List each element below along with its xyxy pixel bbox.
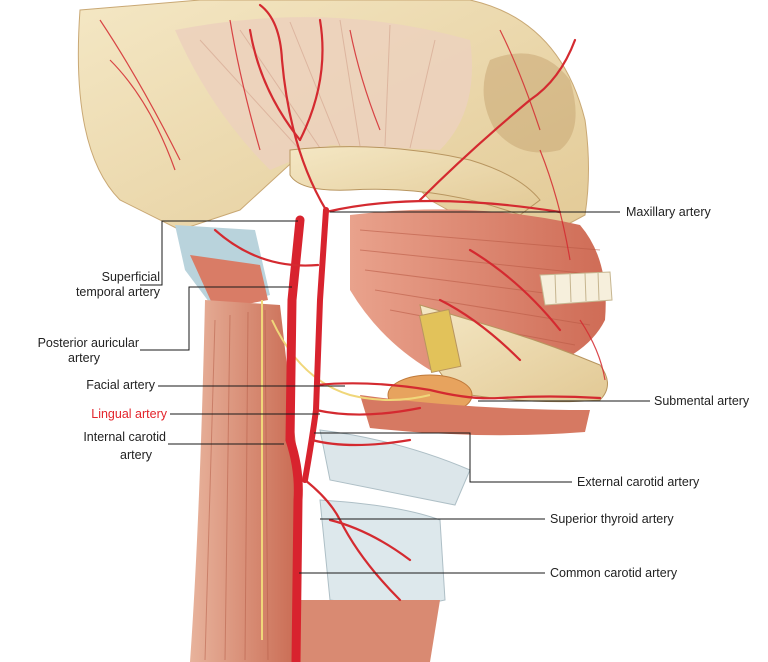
label-external-carotid-artery: External carotid artery xyxy=(577,475,700,489)
label-facial-artery: Facial artery xyxy=(86,378,155,392)
label-posterior-auricular-artery-line2: artery xyxy=(68,351,100,365)
teeth xyxy=(539,271,613,306)
label-submental-artery: Submental artery xyxy=(654,394,750,408)
suprahyoid-muscles xyxy=(360,395,590,436)
label-maxillary-artery: Maxillary artery xyxy=(626,205,711,219)
label-internal-carotid-artery-line2: artery xyxy=(120,448,152,462)
leader-posterior-auricular xyxy=(140,286,292,351)
label-lingual-artery: Lingual artery xyxy=(91,407,167,421)
label-posterior-auricular-artery-line1: Posterior auricular xyxy=(37,336,139,350)
neck-muscles xyxy=(190,300,300,662)
label-superficial-temporal-artery-line1: Superficial xyxy=(101,270,160,284)
facial-muscles xyxy=(350,209,606,375)
infrahyoid-muscles xyxy=(300,600,440,662)
temporalis-muscle xyxy=(175,17,472,171)
leader-superficial-temporal xyxy=(140,220,298,286)
label-common-carotid-artery: Common carotid artery xyxy=(550,566,678,580)
label-superficial-temporal-artery-line2: temporal artery xyxy=(75,285,160,299)
thyroid-cartilage xyxy=(319,429,471,506)
label-internal-carotid-artery-line1: Internal carotid xyxy=(83,430,166,444)
mandible-ramus xyxy=(418,308,462,374)
leader-external-carotid xyxy=(314,432,572,483)
label-superior-thyroid-artery: Superior thyroid artery xyxy=(550,512,674,526)
arterial-branches xyxy=(213,3,602,602)
